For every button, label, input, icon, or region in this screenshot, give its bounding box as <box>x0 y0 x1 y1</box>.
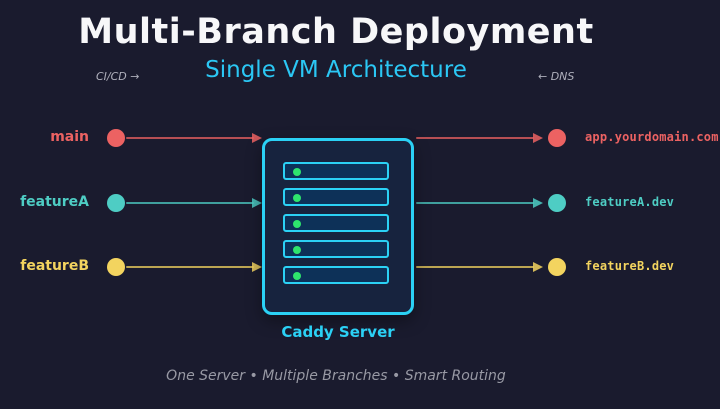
arrow-line-main-out <box>416 137 534 139</box>
status-led-icon <box>293 193 301 202</box>
domain-label-featureA: featureA.dev <box>585 195 675 209</box>
arrow-head-featureB-out-icon <box>533 262 543 272</box>
branch-label-featureB: featureB <box>20 258 89 274</box>
rack-unit <box>283 188 389 206</box>
branch-label-featureA: featureA <box>20 194 89 210</box>
cicd-annotation: CI/CD → <box>96 70 140 83</box>
rack-unit <box>283 266 389 284</box>
page-title: Multi-Branch Deployment <box>78 12 594 52</box>
domain-node-featureB <box>548 258 566 276</box>
arrow-head-featureA-out-icon <box>533 198 543 208</box>
arrow-head-featureB-in-icon <box>252 262 262 272</box>
rack-unit <box>283 214 389 232</box>
status-led-icon <box>293 271 301 280</box>
arrow-head-main-out-icon <box>533 133 543 143</box>
rack-unit <box>283 162 389 180</box>
arrow-line-featureB-out <box>416 266 534 268</box>
domain-node-featureA <box>548 194 566 212</box>
arrow-head-featureA-in-icon <box>252 198 262 208</box>
caddy-server-label: Caddy Server <box>281 323 395 341</box>
footer-tagline: One Server • Multiple Branches • Smart R… <box>166 368 506 384</box>
arrow-head-main-in-icon <box>252 133 262 143</box>
arrow-line-featureA-out <box>416 202 534 204</box>
rack-unit <box>283 240 389 258</box>
domain-node-main <box>548 129 566 147</box>
status-led-icon <box>293 245 301 254</box>
arrow-line-featureA-in <box>126 202 254 204</box>
domain-label-featureB: featureB.dev <box>585 259 675 273</box>
page-subtitle: Single VM Architecture <box>205 57 467 83</box>
domain-label-main: app.yourdomain.com <box>585 130 719 144</box>
caddy-server-box <box>262 138 414 315</box>
arrow-line-main-in <box>126 137 254 139</box>
status-led-icon <box>293 167 301 176</box>
branch-node-featureB <box>107 258 125 276</box>
dns-annotation: ← DNS <box>538 70 575 83</box>
branch-label-main: main <box>50 129 89 145</box>
branch-node-featureA <box>107 194 125 212</box>
status-led-icon <box>293 219 301 228</box>
branch-node-main <box>107 129 125 147</box>
arrow-line-featureB-in <box>126 266 254 268</box>
